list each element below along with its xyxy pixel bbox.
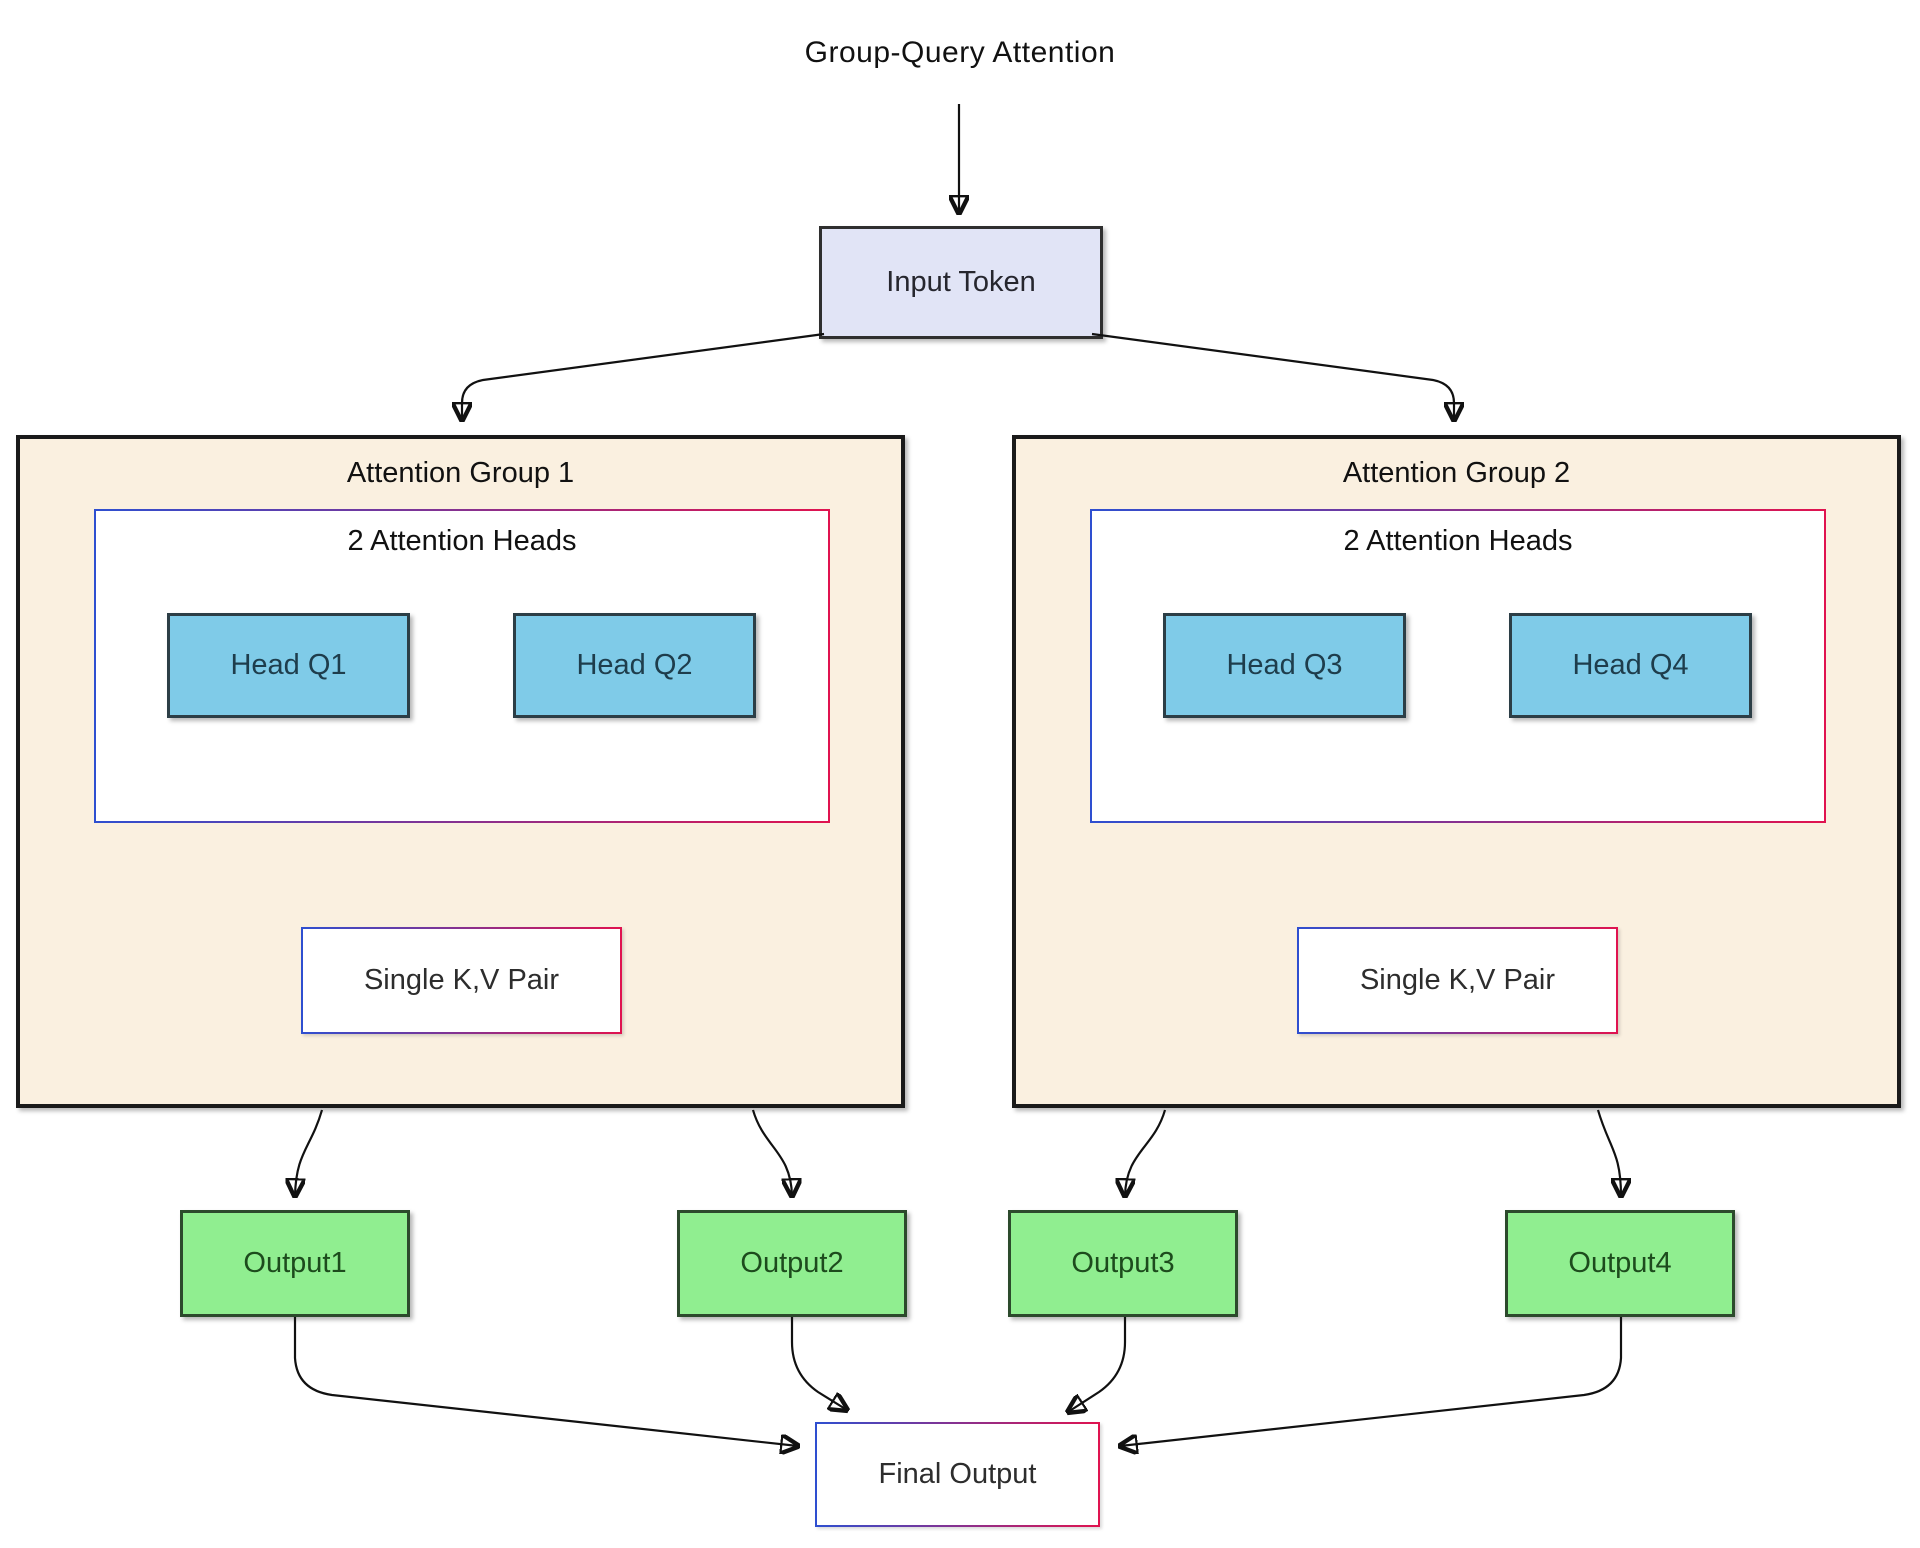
output1-label: Output1 <box>243 1247 347 1279</box>
arrow-group1-to-output1 <box>295 1109 324 1196</box>
head-q1-label: Head Q1 <box>230 649 347 681</box>
head-q2-node: Head Q2 <box>513 613 756 718</box>
attention-heads-label-1: 2 Attention Heads <box>347 525 577 557</box>
arrow-group2-to-output3 <box>1125 1109 1167 1196</box>
arrow-output2-to-final <box>790 1317 847 1410</box>
head-q4-label: Head Q4 <box>1572 649 1689 681</box>
head-q1-node: Head Q1 <box>167 613 410 718</box>
output2-label: Output2 <box>740 1247 844 1279</box>
input-token-node: Input Token <box>819 226 1103 339</box>
head-q3-label: Head Q3 <box>1226 649 1343 681</box>
output2-node: Output2 <box>677 1210 907 1317</box>
diagram-title: Group-Query Attention <box>804 36 1116 69</box>
kv-pair-node-2: Single K,V Pair <box>1297 927 1618 1034</box>
input-token-label: Input Token <box>886 266 1036 298</box>
output3-label: Output3 <box>1071 1247 1175 1279</box>
arrow-output1-to-final <box>293 1317 798 1446</box>
final-output-label: Final Output <box>878 1458 1037 1490</box>
output3-node: Output3 <box>1008 1210 1238 1317</box>
output4-node: Output4 <box>1505 1210 1735 1317</box>
kv-pair-node-1: Single K,V Pair <box>301 927 622 1034</box>
head-q4-node: Head Q4 <box>1509 613 1752 718</box>
final-output-node: Final Output <box>815 1422 1100 1527</box>
attention-heads-label-2: 2 Attention Heads <box>1343 525 1573 557</box>
arrow-output4-to-final <box>1120 1317 1623 1446</box>
kv-pair-label-1: Single K,V Pair <box>363 964 560 996</box>
arrow-group2-to-output4 <box>1596 1109 1621 1196</box>
arrow-input-to-group2 <box>1091 332 1454 420</box>
arrow-group1-to-output2 <box>751 1109 792 1196</box>
arrow-output3-to-final <box>1068 1317 1127 1412</box>
attention-group-2-title: Attention Group 2 <box>1342 457 1571 489</box>
arrow-input-to-group1 <box>462 332 825 420</box>
head-q2-label: Head Q2 <box>576 649 693 681</box>
head-q3-node: Head Q3 <box>1163 613 1406 718</box>
output1-node: Output1 <box>180 1210 410 1317</box>
output4-label: Output4 <box>1568 1247 1672 1279</box>
kv-pair-label-2: Single K,V Pair <box>1359 964 1556 996</box>
attention-group-1-title: Attention Group 1 <box>346 457 575 489</box>
